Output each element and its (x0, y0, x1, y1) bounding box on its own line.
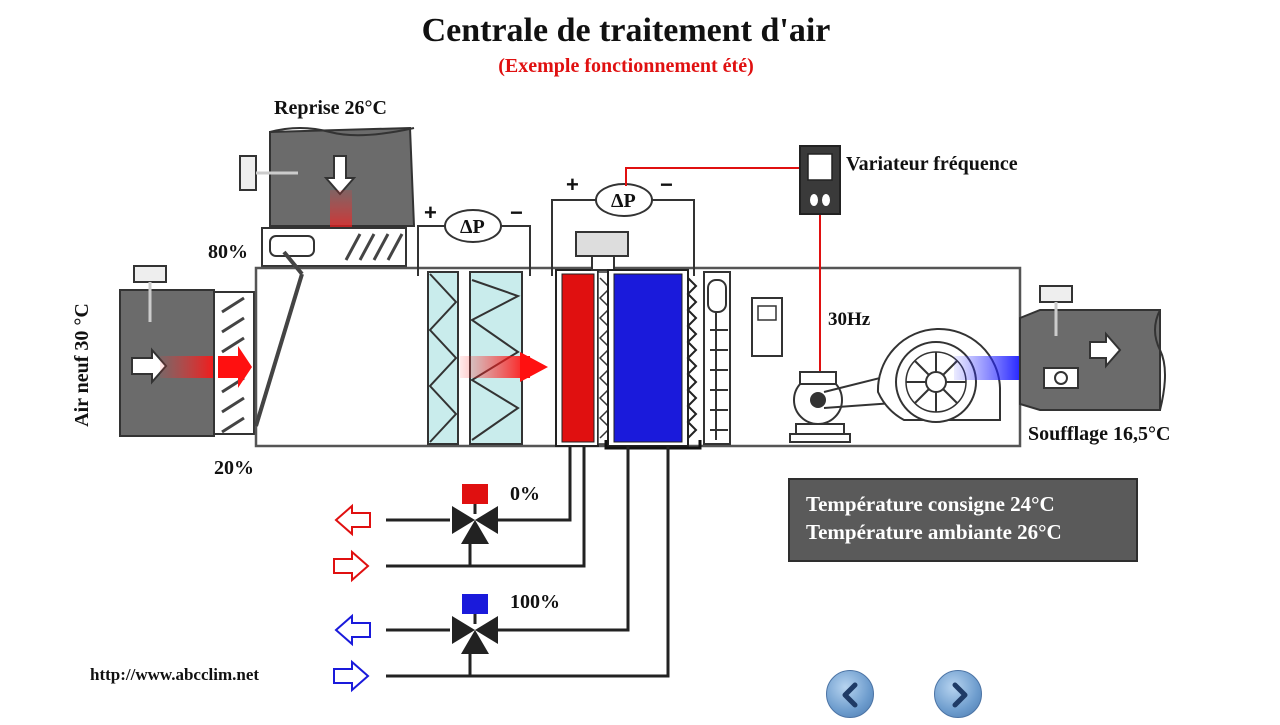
page-subtitle: (Exemple fonctionnement été) (498, 55, 754, 77)
fan-motor (789, 363, 937, 443)
dp2-plus: + (566, 172, 579, 197)
dp2-label: ΔP (611, 190, 636, 212)
frequency-drive (799, 145, 841, 215)
electric-heater (703, 271, 731, 445)
hydraulic-piping (386, 446, 670, 678)
hot-water-valve (452, 484, 498, 544)
supply-air-duct (1019, 285, 1166, 411)
website-link[interactable]: http://www.abcclim.net (90, 665, 260, 684)
hot-supply-arrow (333, 549, 370, 583)
dp2-minus: − (660, 172, 673, 197)
hot-return-arrow (334, 503, 371, 537)
mixing-linkage (254, 273, 304, 427)
heating-coil (555, 269, 613, 447)
chevron-right-icon (952, 682, 968, 708)
bag-filter (460, 271, 548, 445)
dp-sensor-coils (551, 183, 695, 276)
setpoint-temperature: Température consigne 24°C (806, 492, 1055, 516)
dp1-label: ΔP (460, 216, 485, 238)
fresh-percent-label: 20% (214, 457, 254, 479)
pre-filter (427, 271, 459, 445)
return-damper (261, 227, 407, 267)
cooling-coil (575, 231, 702, 450)
hot-valve-percent: 0% (510, 483, 540, 505)
dp1-minus: − (510, 200, 523, 225)
prev-button[interactable] (826, 670, 874, 718)
chevron-left-icon (842, 682, 858, 708)
next-button[interactable] (934, 670, 982, 718)
frequency-drive-label: Variateur fréquence (846, 153, 1018, 175)
frequency-value: 30Hz (828, 309, 871, 330)
return-air-label: Reprise 26°C (274, 97, 387, 119)
temperature-info-panel: Température consigne 24°C Température am… (788, 478, 1138, 562)
page-title: Centrale de traitement d'air (421, 12, 831, 49)
cold-supply-arrow (333, 659, 370, 693)
dp-sensor-filters (417, 209, 531, 276)
cold-valve-percent: 100% (510, 591, 560, 613)
cold-return-arrow (334, 613, 371, 647)
dp1-plus: + (424, 200, 437, 225)
fresh-air-damper (213, 291, 255, 435)
supply-fan (876, 328, 1024, 423)
vfd-wire-top (625, 167, 804, 186)
chilled-water-valve (452, 594, 498, 654)
ambient-temperature: Température ambiante 26°C (806, 520, 1062, 544)
recirc-percent-label: 80% (208, 241, 248, 263)
control-box (751, 297, 783, 357)
fresh-air-duct (119, 265, 220, 437)
fresh-air-label: Air neuf 30 °C (71, 303, 93, 427)
supply-air-label: Soufflage 16,5°C (1028, 423, 1171, 445)
